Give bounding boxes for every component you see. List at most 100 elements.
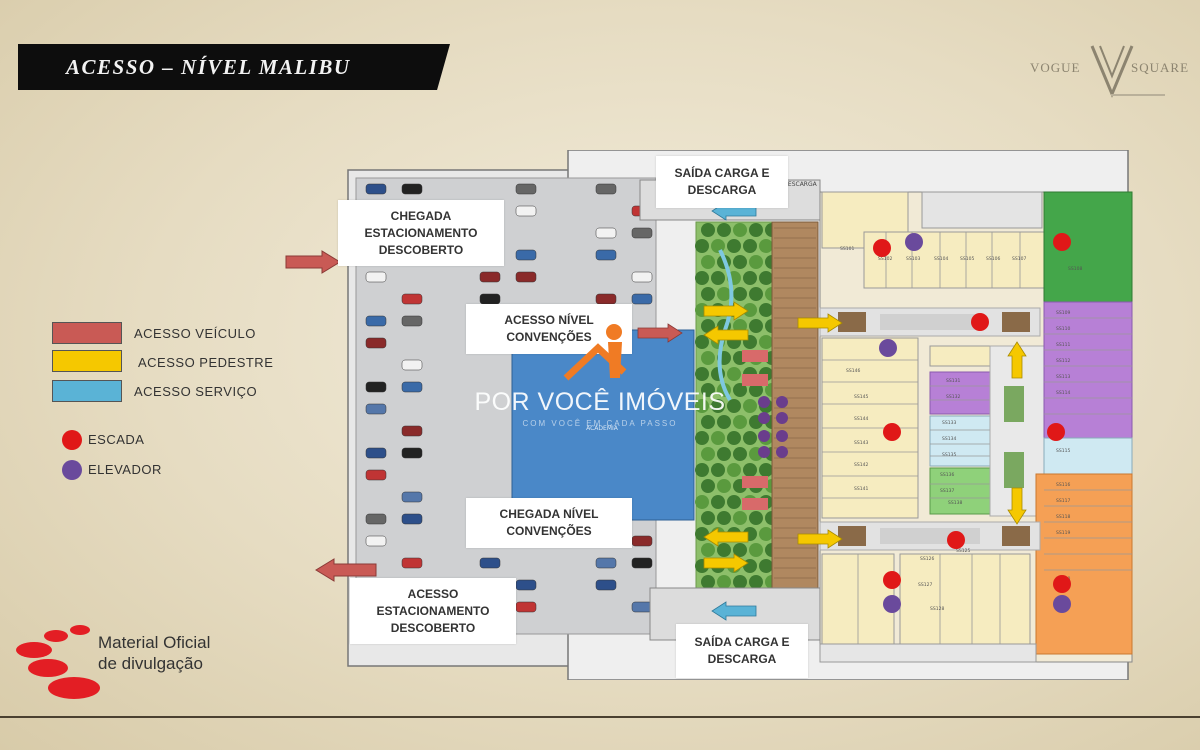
- garden-tree: [733, 447, 747, 461]
- garden-tree: [749, 319, 763, 333]
- umbrella: [758, 430, 770, 442]
- garden-tree: [759, 271, 773, 285]
- parked-car: [631, 557, 653, 569]
- shop-unit: [929, 345, 991, 367]
- kiosk: [742, 350, 768, 362]
- legend-swatch-pedestrian: [52, 350, 122, 372]
- legend-label-stair: ESCADA: [88, 432, 145, 447]
- unit-label: SS107: [1012, 256, 1026, 262]
- stair-marker: [873, 239, 891, 257]
- unit-label: SS132: [946, 394, 960, 400]
- callout-line: ESTACIONAMENTO: [376, 603, 490, 618]
- callout-chegada-estacionamento: CHEGADA ESTACIONAMENTO DESCOBERTO: [338, 200, 504, 266]
- parked-car: [515, 205, 537, 217]
- pedestrian-arrow: [703, 553, 749, 573]
- stair-marker: [883, 571, 901, 589]
- parked-car: [595, 293, 617, 305]
- planter: [1004, 386, 1024, 422]
- parked-car: [515, 271, 537, 283]
- garden-tree: [701, 447, 715, 461]
- parked-car: [401, 293, 423, 305]
- garden-tree: [695, 239, 709, 253]
- garden-tree: [759, 463, 773, 477]
- shop-dividers: [822, 359, 918, 499]
- legend-label-pedestrian: ACESSO PEDESTRE: [138, 355, 274, 370]
- bottom-divider: [0, 716, 1200, 718]
- parked-car: [631, 227, 653, 239]
- garden-tree: [695, 367, 709, 381]
- callout-line: SAÍDA CARGA E: [694, 635, 790, 649]
- garden-tree: [733, 511, 747, 525]
- parked-car: [631, 293, 653, 305]
- official-material-text: Material Oficial de divulgação: [98, 632, 210, 674]
- garden-tree: [717, 543, 731, 557]
- parked-car: [365, 535, 387, 547]
- legend-label-vehicle: ACESSO VEÍCULO: [134, 326, 256, 341]
- planter: [1004, 452, 1024, 488]
- brand-v-mark-icon: [1090, 45, 1134, 98]
- garden-tree: [701, 543, 715, 557]
- callout-acesso-estacionamento: ACESSO ESTACIONAMENTO DESCOBERTO: [350, 578, 516, 644]
- unit-label: SS136: [940, 472, 954, 478]
- callout-chegada-convencoes: CHEGADA NÍVEL CONVENÇÕES: [466, 498, 632, 548]
- garden-tree: [711, 399, 725, 413]
- garden-tree: [743, 399, 757, 413]
- academia-label: ACADEMIA: [586, 425, 619, 432]
- callout-saida-carga-top: SAÍDA CARGA E DESCARGA: [656, 156, 788, 208]
- bench: [1002, 312, 1030, 332]
- parked-car: [515, 579, 537, 591]
- garden-tree: [717, 479, 731, 493]
- parked-car: [365, 403, 387, 415]
- unit-label: SS146: [846, 368, 860, 374]
- parked-car: [515, 183, 537, 195]
- umbrella: [758, 396, 770, 408]
- shop-column-purple: [1043, 301, 1133, 439]
- garden-tree: [759, 527, 773, 541]
- parked-car: [401, 425, 423, 437]
- official-seal-icon: [16, 625, 100, 699]
- unit-label: SS128: [930, 606, 944, 612]
- brand-left-word: VOGUE: [1030, 60, 1081, 75]
- garden-tree: [733, 287, 747, 301]
- bench: [838, 526, 866, 546]
- title-banner: ACESSO – NÍVEL MALIBU: [18, 44, 450, 90]
- pedestrian-arrow: [703, 325, 749, 345]
- deck-planks: [774, 227, 816, 589]
- access-markers: [873, 233, 1071, 613]
- unit-label: SS126: [920, 556, 934, 562]
- unit-label: SS138: [948, 500, 962, 506]
- official-line: Material Oficial: [98, 633, 211, 652]
- parked-car: [365, 183, 387, 195]
- garden-tree: [759, 303, 773, 317]
- callout-line: DESCARGA: [707, 652, 777, 666]
- parked-car: [365, 315, 387, 327]
- garden-tree: [727, 367, 741, 381]
- garden-tree: [759, 335, 773, 349]
- callout-line: DESCARGA: [687, 183, 757, 197]
- garden-tree: [743, 239, 757, 253]
- unit-label: SS145: [854, 394, 868, 400]
- vehicle-access-arrow-in: [285, 250, 341, 274]
- floor-plan: ACADEMIA DESCARGA: [340, 150, 1140, 680]
- pedestrian-arrow: [1007, 487, 1027, 525]
- parked-cars: [365, 183, 653, 613]
- kiosk: [742, 498, 768, 510]
- garden-tree: [733, 415, 747, 429]
- unit-label: SS110: [1056, 326, 1070, 332]
- cafe-umbrellas: [758, 396, 788, 458]
- garden-tree: [701, 223, 715, 237]
- parked-car: [595, 227, 617, 239]
- parked-car: [631, 601, 653, 613]
- garden-tree: [717, 223, 731, 237]
- garden-tree: [749, 255, 763, 269]
- parked-car: [595, 249, 617, 261]
- garden-tree: [711, 239, 725, 253]
- shop-column-orange: [1035, 473, 1133, 655]
- garden-tree: [733, 319, 747, 333]
- shop-unit-lightblue: [929, 415, 991, 467]
- callout-line: ACESSO NÍVEL: [504, 313, 594, 327]
- pedestrian-arrow: [797, 313, 843, 333]
- unit-label: SS131: [946, 378, 960, 384]
- shop-dividers: [857, 554, 1001, 644]
- parked-car: [631, 535, 653, 547]
